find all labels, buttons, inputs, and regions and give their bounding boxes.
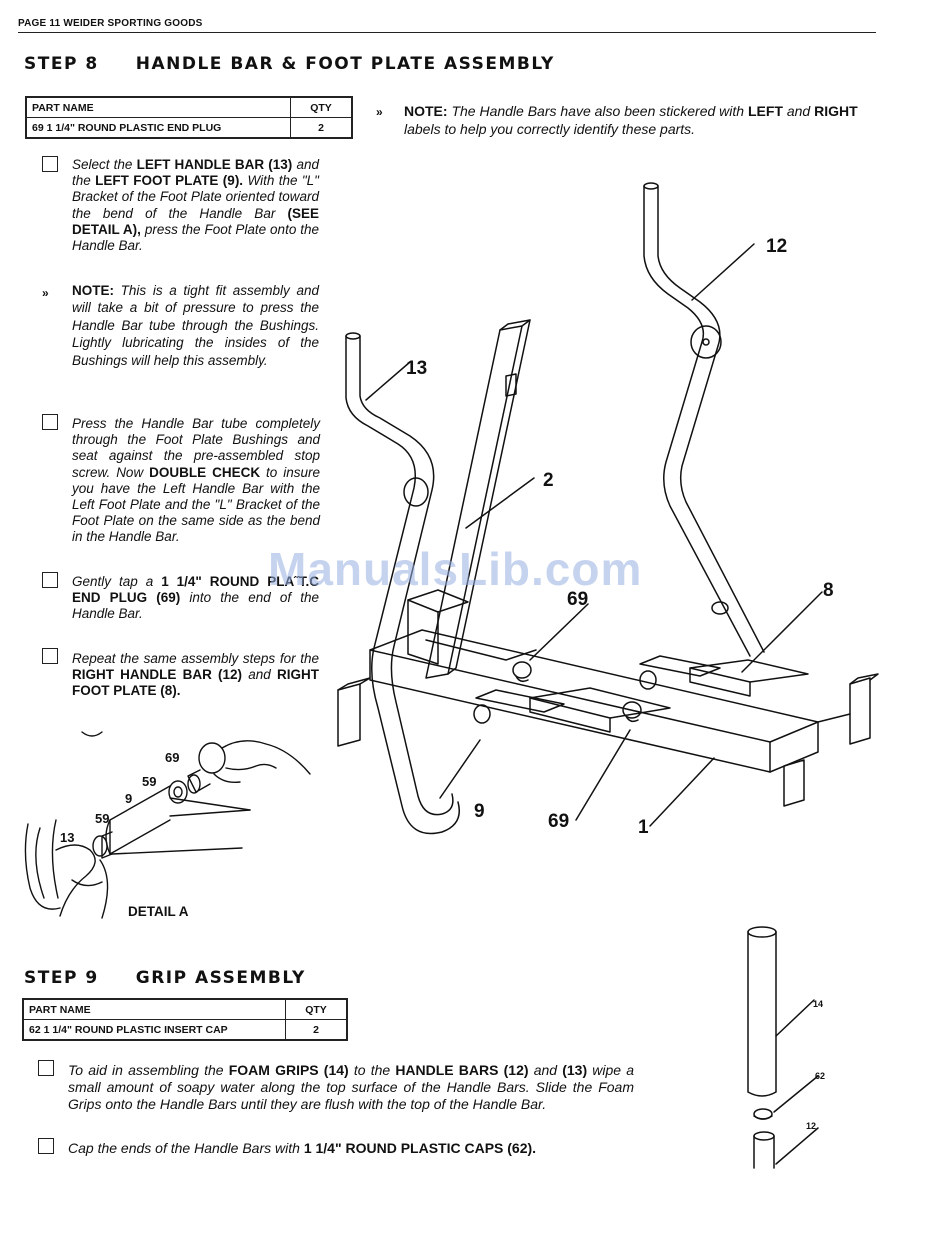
step8-title: STEP 8 HANDLE BAR & FOOT PLATE ASSEMBLY [24, 54, 555, 74]
col-qty: QTY [290, 96, 353, 118]
detail-callout-69: 69 [165, 750, 180, 765]
watermark: ManualsLib.com [268, 543, 643, 595]
detail-callout-59-b: 59 [95, 811, 110, 826]
checkbox-step8-4[interactable] [42, 648, 58, 664]
detail-a-label: DETAIL A [128, 904, 189, 919]
detail-callout-9: 9 [125, 791, 133, 806]
callout-1: 1 [638, 817, 649, 838]
col-part-name: PART NAME [25, 96, 291, 118]
grip-callout-14: 14 [813, 999, 824, 1009]
instruction-repeat-right: Repeat the same assembly steps for the R… [72, 651, 319, 699]
grip-callout-12: 12 [806, 1121, 817, 1131]
checkbox-step8-3[interactable] [42, 572, 58, 588]
instruction-select-left-bar: Select the LEFT HANDLE BAR (13) and the … [72, 157, 320, 254]
instruction-tap-end-plug: Gently tap a 1 1/4" ROUND PLA˝T.C END PL… [72, 574, 319, 622]
detail-callout-59: 59 [142, 774, 157, 789]
callout-2: 2 [543, 470, 554, 491]
header-rule [18, 32, 876, 33]
tight-fit-note: NOTE: This is a tight fit assembly and w… [72, 283, 319, 368]
step8-parts-table: PART NAME QTY 69 1 1/4" ROUND PLASTIC EN… [25, 96, 353, 139]
note-label: NOTE: [404, 103, 448, 119]
handle-bar-sticker-note: NOTE: The Handle Bars have also been sti… [404, 103, 858, 137]
grip-callout-62: 62 [815, 1071, 826, 1081]
checkbox-step9-1[interactable] [38, 1060, 54, 1076]
checkbox-step8-1[interactable] [42, 156, 58, 172]
instruction-foam-grips: To aid in assembling the FOAM GRIPS (14)… [68, 1062, 635, 1112]
instruction-press-handle-bar: Press the Handle Bar tube completely thr… [72, 416, 320, 545]
part-69-qty: 2 [290, 117, 353, 139]
part-69-name: 69 1 1/4" ROUND PLASTIC END PLUG [25, 117, 291, 139]
instruction-cap-ends: Cap the ends of the Handle Bars with 1 1… [68, 1140, 537, 1156]
col-qty: QTY [285, 998, 348, 1020]
assembly-diagram [337, 182, 879, 835]
note-bullet: » [42, 286, 49, 300]
callout-9: 9 [474, 801, 485, 822]
part-62-name: 62 1 1/4" ROUND PLASTIC INSERT CAP [22, 1019, 286, 1041]
callout-69-top: 69 [567, 589, 589, 610]
note-label: NOTE: [72, 283, 114, 298]
part-62-qty: 2 [285, 1019, 348, 1041]
step9-parts-table: PART NAME QTY 62 1 1/4" ROUND PLASTIC IN… [22, 998, 348, 1041]
step9-title: STEP 9 GRIP ASSEMBLY [24, 968, 306, 988]
checkbox-step9-2[interactable] [38, 1138, 54, 1154]
detail-a-drawing [24, 731, 311, 919]
detail-callout-13: 13 [60, 830, 75, 845]
note-bullet: » [376, 105, 383, 119]
grip-diagram [747, 926, 819, 1169]
callout-12: 12 [766, 236, 788, 257]
callout-69-bottom: 69 [548, 811, 570, 832]
checkbox-step8-2[interactable] [42, 414, 58, 430]
callout-13: 13 [406, 358, 428, 379]
page-header: PAGE 11 WEIDER SPORTING GOODS [18, 18, 203, 29]
callout-8: 8 [823, 580, 834, 601]
col-part-name: PART NAME [22, 998, 286, 1020]
